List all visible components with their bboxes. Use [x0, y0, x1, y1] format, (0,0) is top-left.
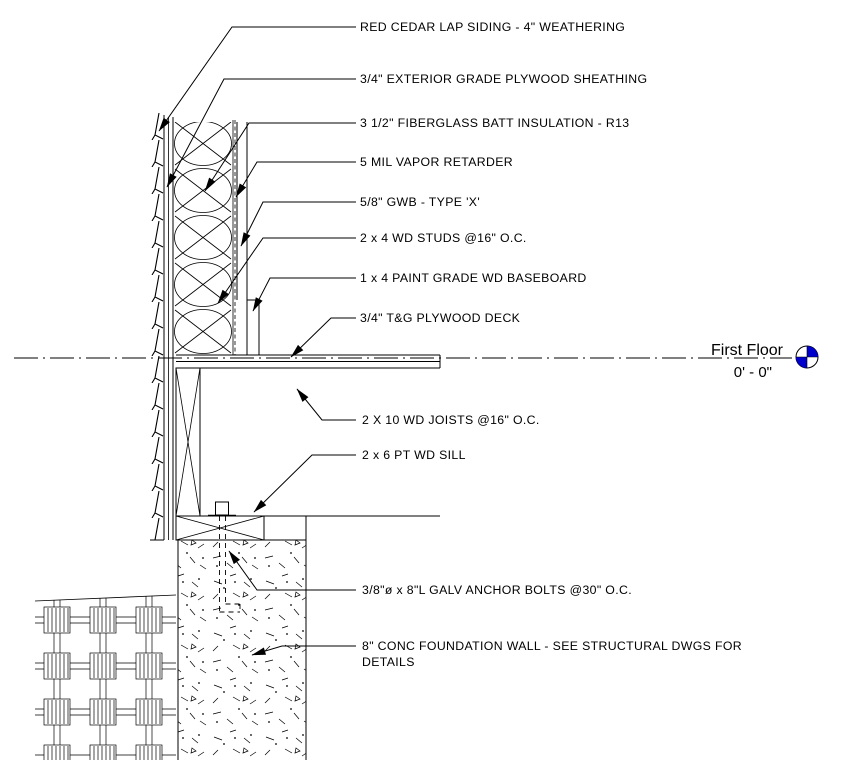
callout-sill: 2 x 6 PT WD SILL [362, 448, 466, 462]
anchor-bolt [208, 501, 241, 613]
leader-vapor [235, 161, 356, 198]
leader-anchor-bolts [228, 550, 356, 591]
batt-insulation [173, 120, 234, 355]
sill-plate [175, 515, 265, 541]
callout-siding: RED CEDAR LAP SIDING - 4" WEATHERING [360, 20, 625, 34]
baseboard [246, 299, 260, 356]
leader-joists [296, 388, 356, 421]
earth-grade-hatch [34, 594, 177, 760]
callout-deck: 3/4" T&G PLYWOOD DECK [360, 311, 521, 325]
callout-foundation-line1: 8" CONC FOUNDATION WALL - SEE STRUCTURAL… [362, 639, 742, 653]
callout-sheathing: 3/4" EXTERIOR GRADE PLYWOOD SHEATHING [360, 72, 647, 86]
leader-deck [290, 317, 356, 358]
callout-studs: 2 x 4 WD STUDS @16" O.C. [360, 231, 527, 245]
callout-vapor: 5 MIL VAPOR RETARDER [360, 155, 513, 169]
callout-joists: 2 X 10 WD JOISTS @16" O.C. [362, 413, 540, 427]
rim-joist [175, 367, 201, 517]
callout-gwb: 5/8" GWB - TYPE 'X' [360, 195, 480, 209]
gwb-board [236, 122, 248, 300]
callout-anchor-bolts: 3/8"ø x 8"L GALV ANCHOR BOLTS @30" O.C. [362, 583, 632, 597]
leader-siding [158, 26, 356, 132]
level-head-icon [795, 345, 819, 369]
leader-foundation [251, 645, 356, 656]
level-elevation: 0' - 0" [734, 364, 772, 381]
callout-foundation-line2: DETAILS [362, 655, 415, 669]
leader-baseboard [252, 277, 356, 312]
lap-siding [150, 113, 164, 541]
level-head-quadrant-ne [807, 346, 818, 357]
plywood-deck [176, 354, 441, 369]
level-head-quadrant-sw [796, 357, 807, 368]
callout-insulation: 3 1/2" FIBERGLASS BATT INSULATION - R13 [360, 116, 630, 130]
leader-sheathing [166, 78, 356, 188]
leader-insulation [204, 122, 356, 192]
leader-gwb [240, 201, 356, 247]
level-name: First Floor [711, 342, 784, 359]
leader-lines [158, 26, 356, 656]
level-marker: First Floor 0' - 0" [711, 342, 819, 381]
callout-baseboard: 1 x 4 PAINT GRADE WD BASEBOARD [360, 271, 587, 285]
callout-labels: RED CEDAR LAP SIDING - 4" WEATHERING 3/4… [360, 20, 742, 669]
foundation-wall [177, 516, 307, 760]
leader-studs [217, 237, 356, 304]
leader-sill [253, 454, 356, 513]
